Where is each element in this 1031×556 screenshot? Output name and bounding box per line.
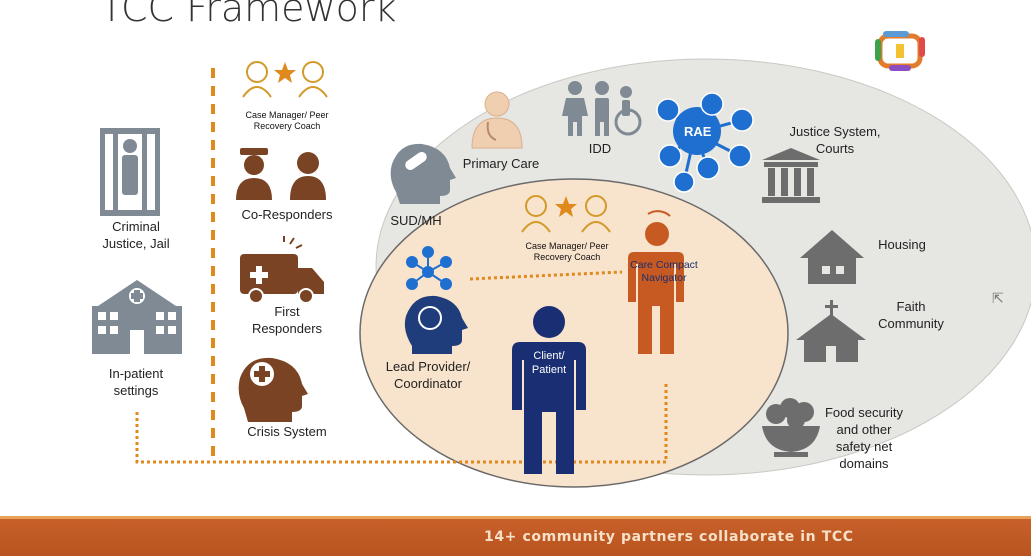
lead-provider-icon [404, 246, 468, 354]
primary-care-label: Primary Care [462, 156, 540, 171]
crisis-head-icon [238, 357, 308, 422]
rae-network-icon [656, 92, 754, 193]
idd-label: IDD [588, 141, 612, 156]
client-figure-icon [512, 306, 586, 474]
inner-case-manager-icon [521, 195, 611, 233]
rae-label: RAE [684, 124, 712, 139]
navigator-figure-icon [628, 210, 684, 354]
courthouse-icon [762, 148, 820, 203]
dotted-connector [135, 382, 668, 464]
inner-dotted-line [469, 270, 623, 281]
footer-banner: 14+ community partners collaborate in TC… [0, 516, 1031, 556]
co-responders-icon [236, 148, 326, 200]
banner-text: 14+ community partners collaborate in TC… [484, 529, 854, 545]
justice-system-label: Justice System,Courts [789, 124, 881, 156]
housing-label: Housing [878, 237, 926, 252]
ambulance-icon [240, 236, 324, 304]
food-bowl-icon [762, 398, 820, 457]
mouse-cursor-icon: ⇱ [992, 290, 1004, 306]
idd-icon [562, 81, 642, 136]
primary-care-icon [471, 91, 523, 149]
tcc-logo [875, 31, 925, 71]
sud-mh-icon [390, 143, 456, 204]
crisis-system-label: Crisis System [247, 424, 327, 439]
client-label: Client/Patient [531, 350, 567, 376]
hospital-icon [92, 280, 182, 354]
house-icon [800, 230, 864, 284]
church-icon [796, 300, 866, 362]
page-title: TCC Framework [100, 0, 397, 30]
sud-mh-label: SUD/MH [390, 213, 442, 228]
lead-provider-label: Lead Provider/Coordinator [385, 359, 471, 391]
co-responders-label: Co-Responders [241, 207, 333, 222]
case-manager-icon [242, 61, 328, 98]
jail-icon [100, 128, 160, 216]
